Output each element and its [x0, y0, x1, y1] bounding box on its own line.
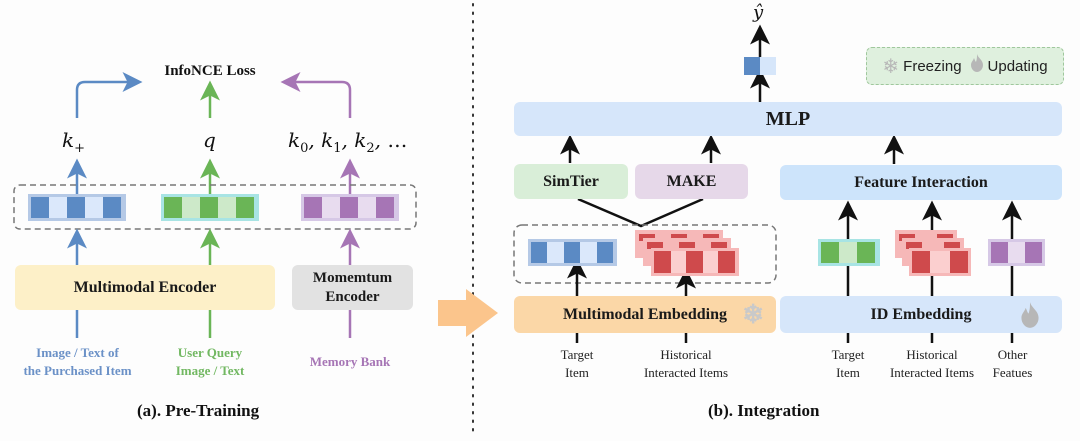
transition-arrow	[438, 289, 498, 337]
flame-icon	[970, 54, 984, 78]
infonce-loss-label: InfoNCE Loss	[164, 63, 256, 79]
make-block: MAKE	[635, 164, 748, 199]
output-y-hat: ŷ	[753, 2, 764, 23]
mlp-block: MLP	[514, 102, 1062, 136]
input-memory-bank: Memory Bank	[309, 354, 391, 369]
caption-integration: (b). Integration	[708, 401, 820, 420]
multimodal-encoder: Multimodal Encoder	[15, 265, 275, 310]
query-embedding	[161, 194, 259, 221]
simtier-block: SimTier	[514, 164, 628, 199]
history-mm-embedding-front	[651, 248, 739, 276]
id-embedding-block: ID Embedding	[780, 296, 1062, 333]
other-features-embedding	[988, 239, 1045, 266]
negative-keys-symbol: k0, k1, k2, …	[288, 128, 408, 156]
k-plus-symbol: k+	[62, 128, 86, 156]
arrow-kseries-to-loss	[280, 72, 352, 118]
snowflake-icon: ❄	[742, 300, 764, 329]
target-item-id-embedding	[818, 239, 880, 266]
caption-pretraining: (a). Pre-Training	[137, 401, 260, 420]
snowflake-icon: ❄	[882, 55, 900, 78]
arrow-kplus-to-loss	[75, 72, 143, 118]
multimodal-embedding-block: Multimodal Embedding ❄	[514, 296, 776, 333]
output-vector	[744, 57, 776, 75]
integration-embedding-group	[513, 224, 777, 284]
target-item-mm-embedding	[528, 239, 617, 266]
positive-key-embedding	[28, 194, 126, 221]
q-symbol: q	[203, 128, 216, 152]
history-id-embedding-front	[909, 248, 971, 276]
feature-interaction-block: Feature Interaction	[780, 165, 1062, 200]
negative-key-embedding	[301, 194, 399, 221]
flame-icon	[1020, 302, 1040, 333]
legend: ❄ Freezing Updating	[866, 47, 1064, 85]
